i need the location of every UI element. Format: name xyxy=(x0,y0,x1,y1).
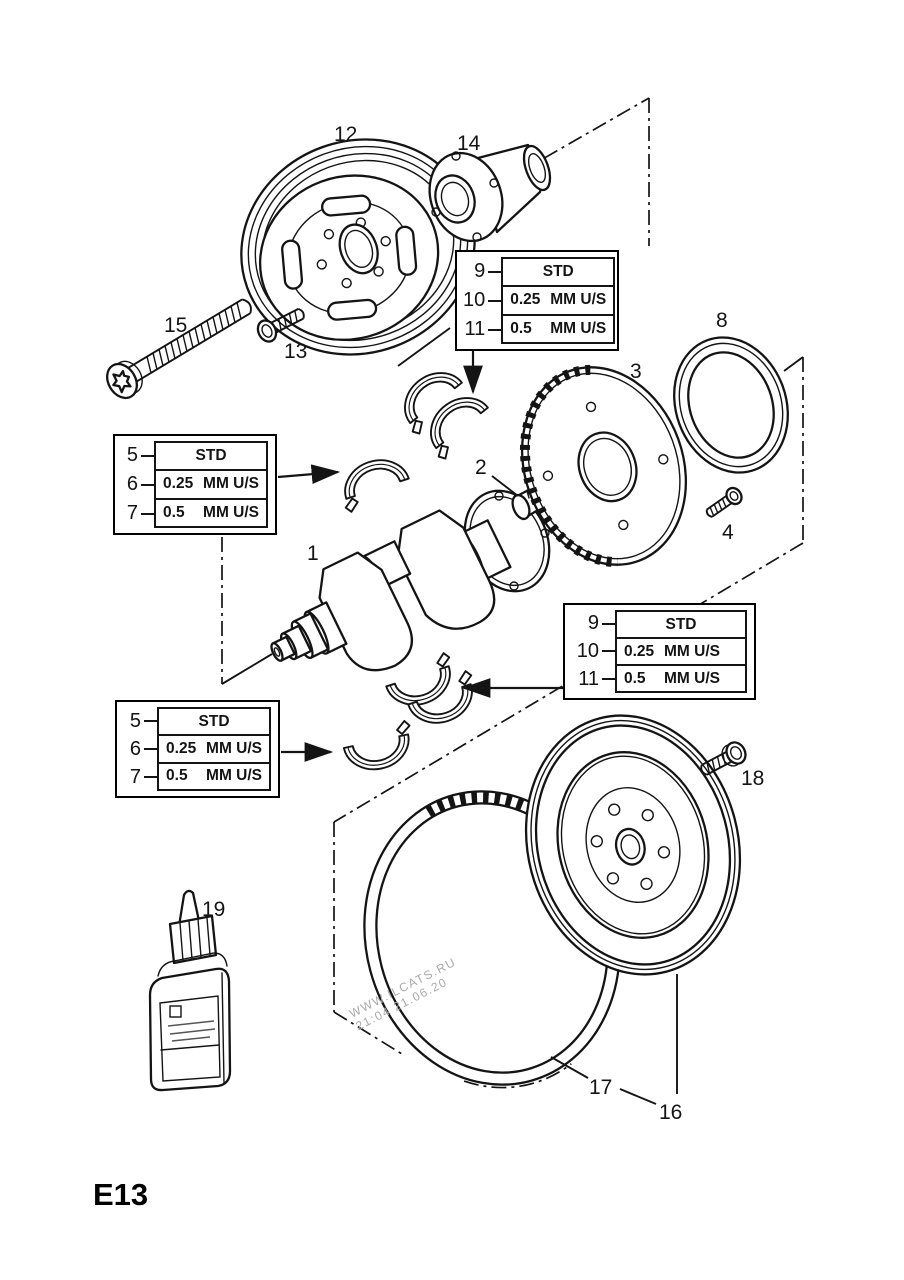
bearing-size-table-bottom-right: 9 10 11 STD 0.25 MM U/S 0.5 MM U/S xyxy=(563,603,756,700)
callout-4: 4 xyxy=(722,521,734,544)
size-value: 0.5 xyxy=(624,669,646,687)
callout-16: 16 xyxy=(659,1101,682,1124)
callout-labels: 12 14 15 13 1 2 3 8 4 18 16 17 19 xyxy=(164,123,764,1124)
bearing-size-table-mid-left: 5 6 7 STD 0.25 MM U/S 0.5 MM U/S xyxy=(113,434,277,535)
size-value: 0.25 xyxy=(510,291,541,309)
drive-plate-bolt xyxy=(705,486,743,518)
size-value: 0.25 xyxy=(163,475,194,493)
row-number: 7 xyxy=(129,765,142,788)
page-code: E13 xyxy=(93,1177,148,1212)
row-number: 6 xyxy=(129,737,142,760)
size-unit: MM U/S xyxy=(550,319,607,337)
size-unit: MM U/S xyxy=(203,503,259,521)
callout-arrows xyxy=(277,349,563,762)
callout-18: 18 xyxy=(741,767,764,790)
callout-2: 2 xyxy=(475,456,487,479)
flywheel-bolt xyxy=(700,741,747,776)
callout-13: 13 xyxy=(284,340,307,363)
size-unit: MM U/S xyxy=(664,642,720,660)
bolt-threads xyxy=(146,301,242,374)
row-number: 10 xyxy=(463,289,486,311)
size-std: STD xyxy=(198,712,230,730)
size-grid: STD 0.25 MM U/S 0.5 MM U/S xyxy=(154,441,268,528)
callout-14: 14 xyxy=(457,132,481,155)
callout-8: 8 xyxy=(716,309,728,332)
size-unit: MM U/S xyxy=(664,669,720,687)
row-number: 11 xyxy=(464,318,486,340)
row-number: 11 xyxy=(578,667,599,690)
callout-15: 15 xyxy=(164,314,187,337)
row-number: 9 xyxy=(474,260,486,282)
callout-17: 17 xyxy=(589,1076,612,1099)
rear-oil-seal xyxy=(673,336,789,474)
callout-19: 19 xyxy=(202,898,225,921)
pulley-bolt-long xyxy=(106,298,252,400)
callout-12: 12 xyxy=(334,123,357,146)
bearing-size-table-top-right: 9 10 11 STD 0.25 MM U/S 0.5 MM U/S xyxy=(455,250,619,351)
pulley-hub-bolt xyxy=(256,307,305,343)
flywheel-bolt-holes xyxy=(590,803,671,891)
table-row-numbers: 9 10 11 xyxy=(571,610,615,693)
size-std: STD xyxy=(665,615,697,633)
size-value: 0.25 xyxy=(166,739,197,757)
torx-head xyxy=(112,369,132,394)
table-row-numbers: 9 10 11 xyxy=(463,257,502,344)
size-std: STD xyxy=(195,447,227,465)
row-number: 6 xyxy=(126,473,139,495)
row-number: 5 xyxy=(126,444,139,466)
sealant-bottle xyxy=(148,889,232,1092)
crankshaft xyxy=(270,509,512,672)
table-row-numbers: 5 6 7 xyxy=(123,707,158,791)
size-unit: MM U/S xyxy=(203,475,259,493)
size-unit: MM U/S xyxy=(206,767,262,785)
callout-3: 3 xyxy=(630,360,642,383)
callout-1: 1 xyxy=(307,542,319,565)
leader-lines xyxy=(491,475,678,1105)
size-unit: MM U/S xyxy=(206,739,262,757)
size-grid: STD 0.25 MM U/S 0.5 MM U/S xyxy=(615,610,747,693)
size-value: 0.25 xyxy=(624,642,655,660)
flywheel xyxy=(524,714,742,976)
row-number: 5 xyxy=(129,709,142,732)
pulley-slots xyxy=(281,194,418,321)
pulley-hub xyxy=(428,143,552,243)
size-value: 0.5 xyxy=(163,503,185,521)
row-number: 9 xyxy=(587,612,599,635)
size-value: 0.5 xyxy=(510,319,532,337)
table-row-numbers: 5 6 7 xyxy=(121,441,155,528)
size-unit: MM U/S xyxy=(550,291,607,309)
bearing-size-table-bottom-left: 5 6 7 STD 0.25 MM U/S 0.5 MM U/S xyxy=(115,700,280,798)
row-number: 7 xyxy=(126,502,139,524)
size-std: STD xyxy=(542,263,574,281)
drive-plate xyxy=(519,364,688,568)
size-grid: STD 0.25 MM U/S 0.5 MM U/S xyxy=(501,257,616,344)
bottle-label xyxy=(159,995,221,1082)
size-value: 0.5 xyxy=(166,767,188,785)
size-grid: STD 0.25 MM U/S 0.5 MM U/S xyxy=(157,707,271,791)
row-number: 10 xyxy=(576,639,599,662)
